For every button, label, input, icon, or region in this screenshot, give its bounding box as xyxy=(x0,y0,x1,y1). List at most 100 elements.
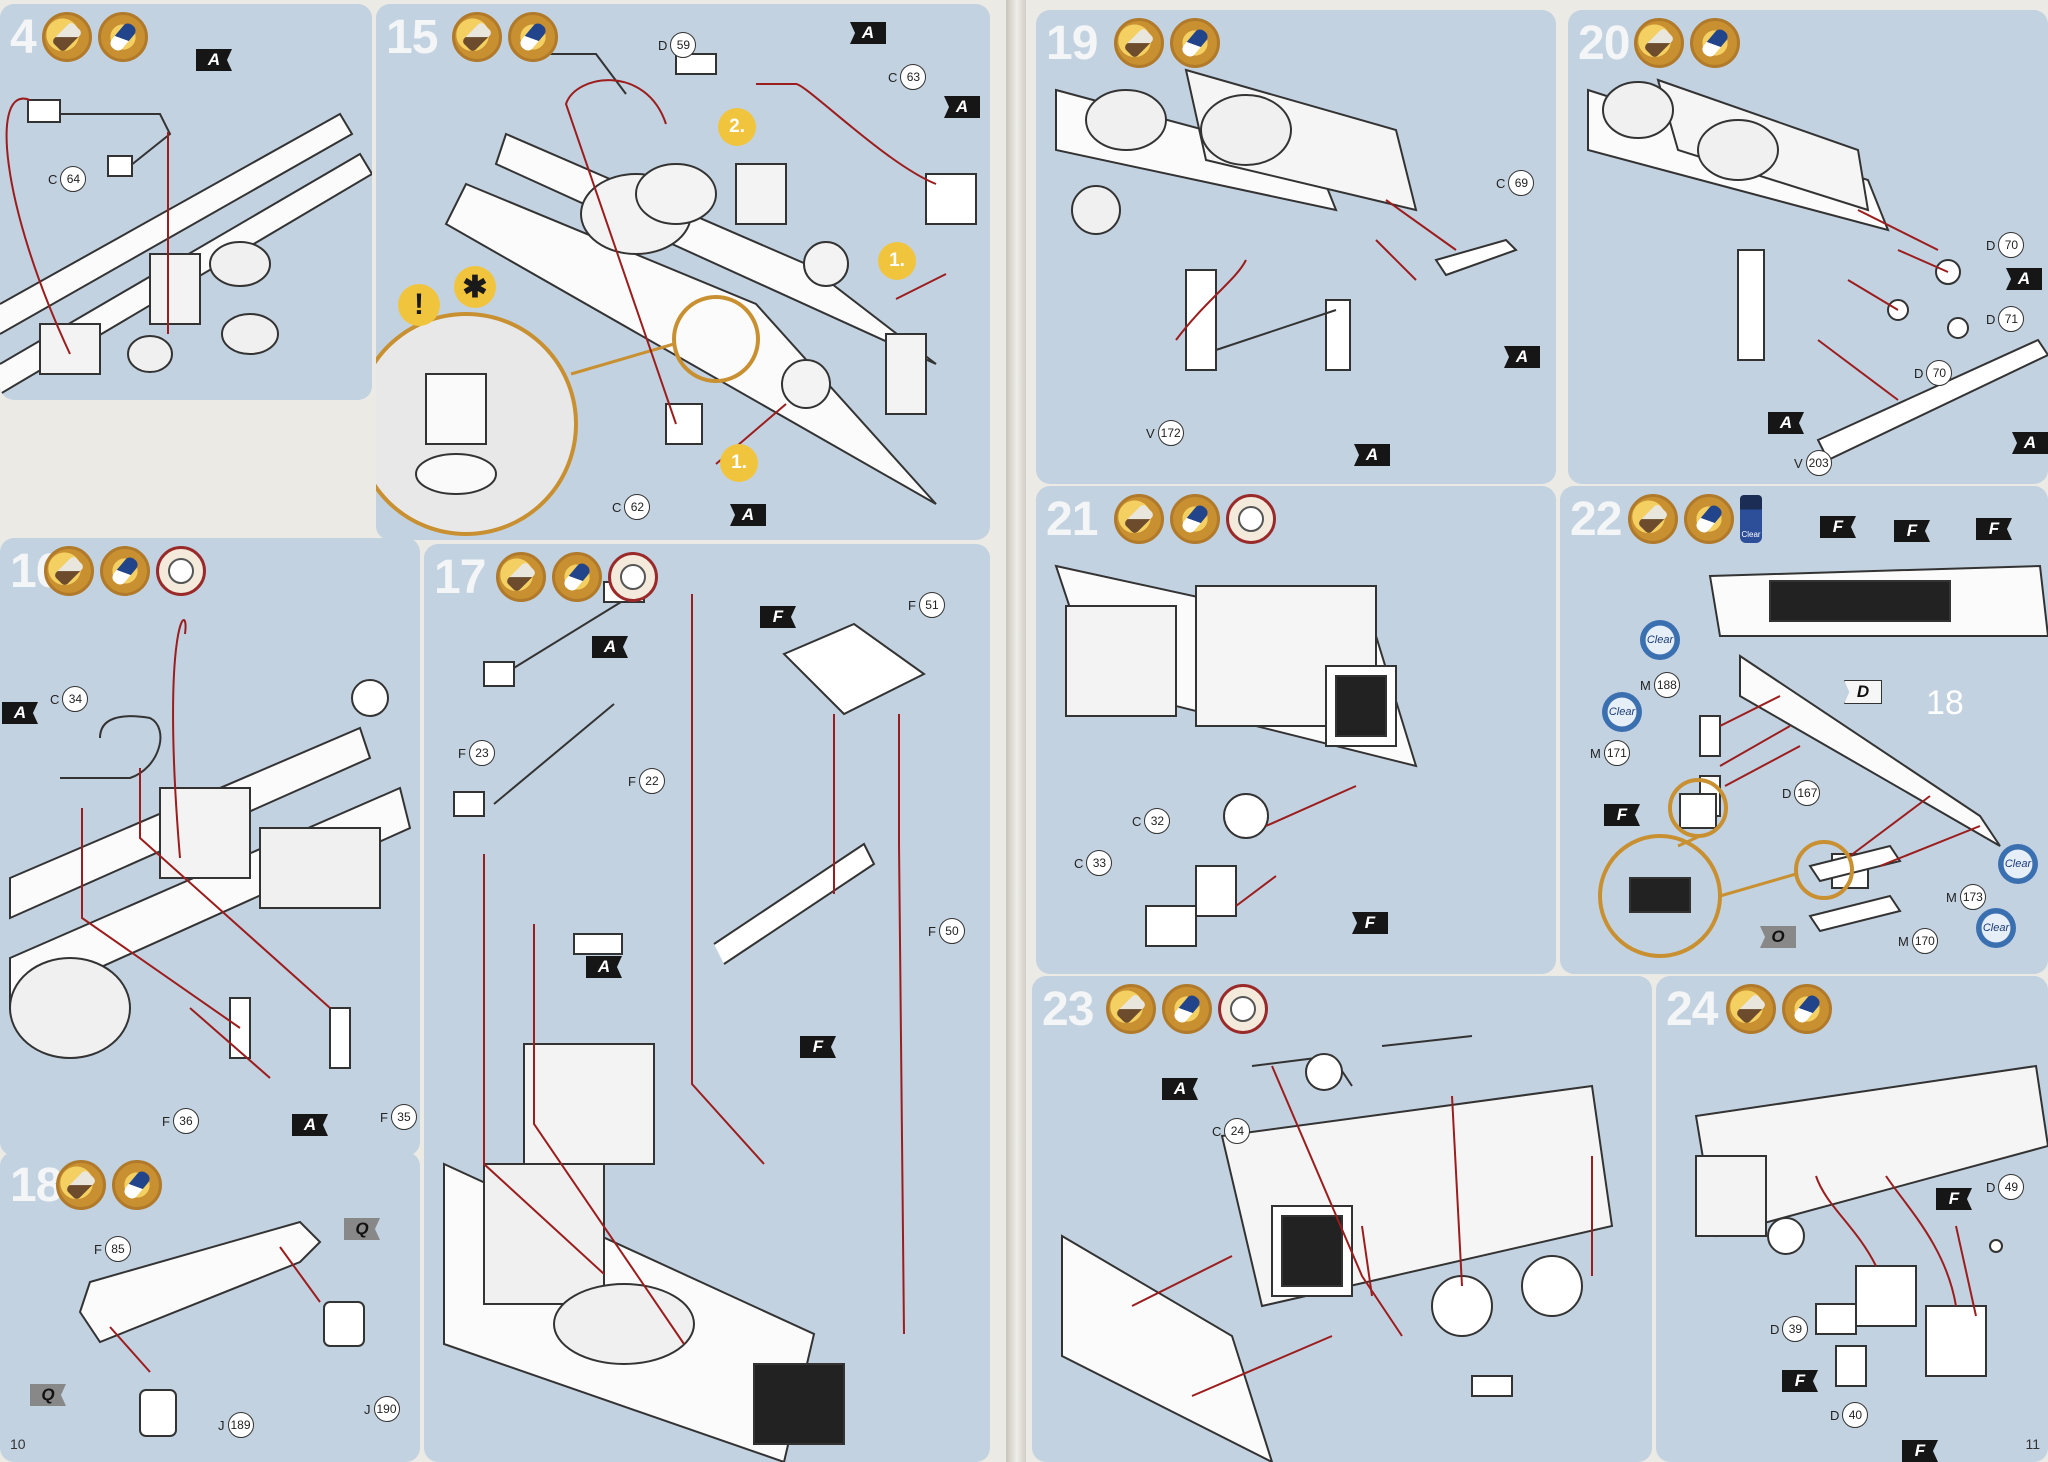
glue-icon xyxy=(1782,984,1832,1034)
asterisk-icon: ✱ xyxy=(454,266,496,308)
step-20-illustration xyxy=(1587,78,2048,462)
step-24-illustration xyxy=(1694,1064,2048,1387)
sequence-badge: 2. xyxy=(718,108,756,146)
paintbrush-icon xyxy=(452,12,502,62)
glue-icon xyxy=(112,1160,162,1210)
page-number: 11 xyxy=(2025,1436,2040,1452)
step-22-illustration xyxy=(1598,564,2048,958)
step-16-icons xyxy=(44,546,206,596)
clear-part-badge: Clear xyxy=(1976,908,2016,948)
paintbrush-icon xyxy=(1114,18,1164,68)
step-16-illustration xyxy=(9,619,412,1079)
paintbrush-icon xyxy=(1106,984,1156,1034)
clock-icon xyxy=(1218,984,1268,1034)
part-flag: A xyxy=(196,49,232,71)
part-flag: Q xyxy=(30,1384,66,1406)
part-flag: F xyxy=(1902,1440,1938,1462)
paintbrush-icon xyxy=(1628,494,1678,544)
part-flag: F xyxy=(1782,1370,1818,1392)
step-22-icons: Clear xyxy=(1628,494,1762,544)
part-flag: A xyxy=(2006,268,2042,290)
step-15-illustration xyxy=(376,53,977,536)
step-number: 19 xyxy=(1046,17,1098,70)
clock-icon xyxy=(1226,494,1276,544)
step-21-icons xyxy=(1114,494,1276,544)
step-24-icons xyxy=(1726,984,1832,1034)
part-flag: F xyxy=(1820,516,1856,538)
step-number: 22 xyxy=(1570,493,1622,546)
step-18-illustration xyxy=(78,1220,365,1437)
step-number: 24 xyxy=(1666,983,1718,1036)
part-flag: A xyxy=(586,956,622,978)
paintbrush-icon xyxy=(56,1160,106,1210)
glue-icon xyxy=(100,546,150,596)
part-flag: F xyxy=(1352,912,1388,934)
glue-icon xyxy=(552,552,602,602)
glue-icon xyxy=(1690,18,1740,68)
sub-step-number: 18 xyxy=(1926,684,1964,722)
step-23-illustration xyxy=(1061,1035,1614,1462)
paintbrush-icon xyxy=(1726,984,1776,1034)
glue-icon xyxy=(508,12,558,62)
step-21-illustration xyxy=(1054,564,1418,947)
step-19-icons xyxy=(1114,18,1220,68)
sequence-badge: 1. xyxy=(878,242,916,280)
step-23-icons xyxy=(1106,984,1268,1034)
step-number: 21 xyxy=(1046,493,1098,546)
part-flag: F xyxy=(1894,520,1930,542)
glue-icon xyxy=(1170,18,1220,68)
part-flag: F xyxy=(760,606,796,628)
part-flag: A xyxy=(2,702,38,724)
clock-icon xyxy=(608,552,658,602)
part-flag: F xyxy=(1604,804,1640,826)
clear-part-badge: Clear xyxy=(1602,692,1642,732)
paintbrush-icon xyxy=(42,12,92,62)
part-flag: D xyxy=(1844,680,1882,704)
glue-icon xyxy=(1170,494,1220,544)
part-flag: A xyxy=(1162,1078,1198,1100)
part-flag: A xyxy=(850,22,886,44)
part-flag: O xyxy=(1760,926,1796,948)
clear-paint-bottle-icon: Clear xyxy=(1740,495,1762,543)
part-flag: A xyxy=(1768,412,1804,434)
part-flag: F xyxy=(1976,518,2012,540)
part-flag: A xyxy=(2012,432,2048,454)
step-number: 20 xyxy=(1578,17,1630,70)
part-flag: A xyxy=(292,1114,328,1136)
step-20-icons xyxy=(1634,18,1740,68)
step-18-icons xyxy=(56,1160,162,1210)
page-number: 10 xyxy=(10,1436,26,1452)
part-flag: F xyxy=(1936,1188,1972,1210)
